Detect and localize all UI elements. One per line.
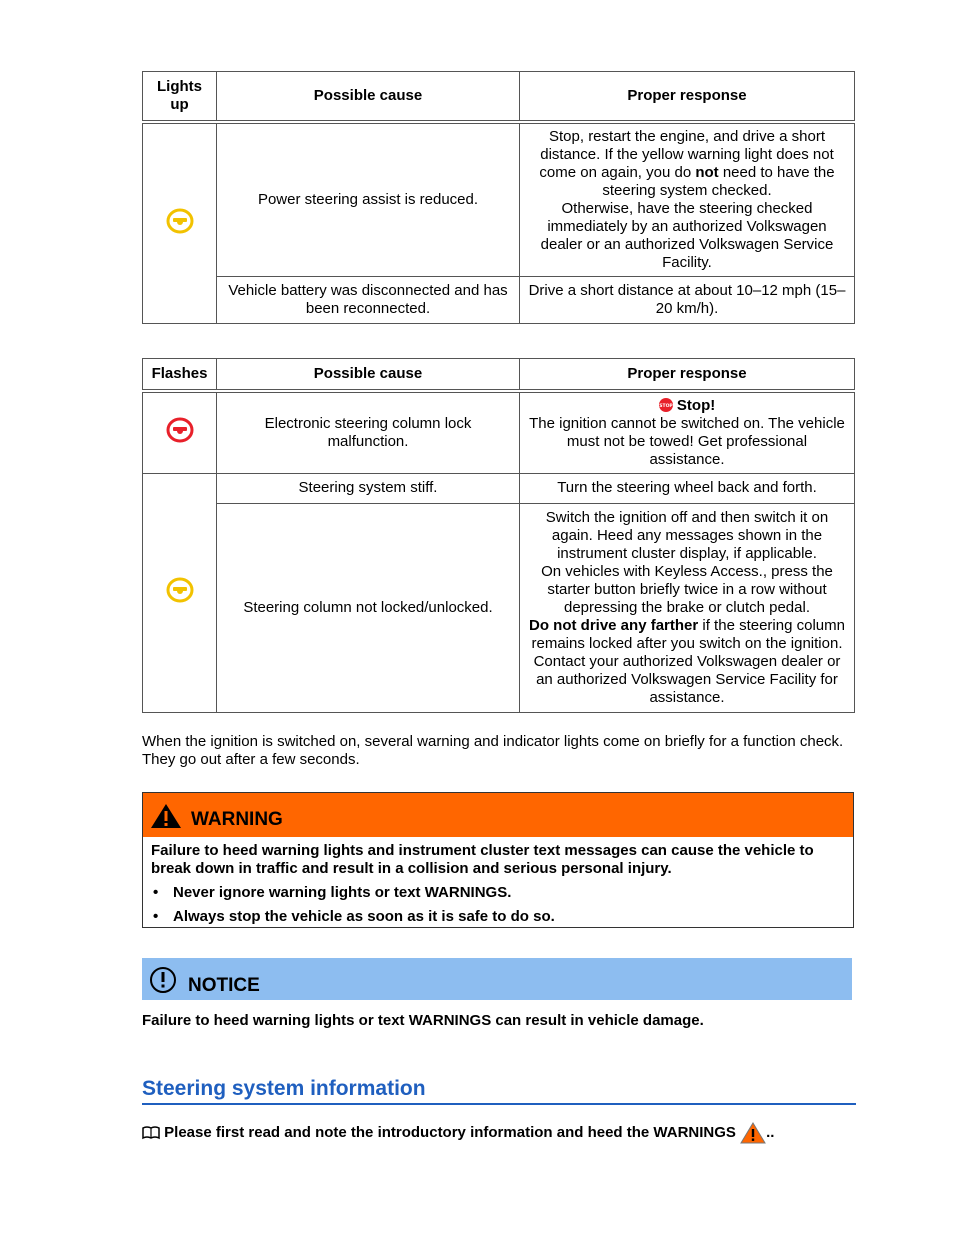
response-cell: Switch the ignition off and then switch … [519,502,855,713]
response-cell: STOP Stop! The ignition cannot be switch… [519,390,855,474]
warning-body: Failure to heed warning lights and instr… [143,837,853,937]
cause-cell: Steering system stiff. [216,472,520,504]
cause-cell: Power steering assist is reduced. [216,121,520,277]
warning-triangle-icon [740,1122,766,1144]
list-item: Always stop the vehicle as soon as it is… [151,908,845,926]
svg-text:STOP: STOP [659,403,673,409]
warning-triangle-icon [151,804,181,828]
response-cell: Stop, restart the engine, and drive a sh… [519,121,855,277]
table-row: Steering column not locked/unlocked. Swi… [143,502,855,713]
warning-list: Never ignore warning lights or text WARN… [151,884,845,926]
col-header-possible-cause: Possible cause [216,71,520,124]
section-title: Steering system information [142,1077,426,1100]
response-text: Stop, restart the engine, and drive a sh… [539,127,834,181]
col-header-proper-response: Proper response [519,71,855,124]
list-item: Never ignore warning lights or text WARN… [151,884,845,902]
table-row: Vehicle battery was disconnected and has… [143,275,855,324]
steering-wheel-red-icon [166,417,193,443]
warning-header: WARNING [143,793,853,837]
table-row: Power steering assist is reduced. Stop, … [142,121,855,324]
indicator-cell [142,472,217,713]
exclamation-circle-icon [150,967,176,993]
stop-label: Stop! [676,396,716,414]
intro-line: Please first read and note the introduct… [142,1122,774,1144]
steering-wheel-yellow-icon [166,208,193,233]
table-row: Steering system stiff. Turn the steering… [142,472,855,713]
col-header-lights-up: Lights up [142,71,217,124]
book-icon [142,1126,160,1140]
response-text: need to have the steering system checked… [602,163,835,199]
flashes-table: Flashes Possible cause Proper response E… [142,358,855,713]
table-row: Electronic steering column lock malfunct… [142,390,855,474]
response-text: Switch the ignition off and then switch … [545,508,829,562]
cause-cell: Steering column not locked/unlocked. [216,502,520,713]
response-cell: Turn the steering wheel back and forth. [519,472,855,504]
section-divider [142,1103,856,1105]
warning-text: Failure to heed warning lights and instr… [151,842,814,877]
col-header-flashes: Flashes [142,358,217,393]
notice-header: NOTICE [142,958,852,1000]
intro-end: .. [766,1123,775,1141]
notice-text: Failure to heed warning lights or text W… [142,1012,704,1029]
notice-title: NOTICE [188,975,260,996]
response-text: On vehicles with Keyless Access., press … [541,562,833,616]
cause-cell: Vehicle battery was disconnected and has… [216,275,520,324]
emphasis-text: Do not drive any farther [529,616,699,634]
emphasis-text: not [695,163,719,181]
indicator-cell [142,390,217,474]
col-header-possible-cause: Possible cause [216,358,520,393]
intro-text: Please first read and note the introduct… [164,1123,736,1141]
warning-box: WARNING Failure to heed warning lights a… [142,792,854,928]
indicator-cell [142,121,217,324]
response-text: if the steering column remains locked af… [531,616,845,706]
warning-title: WARNING [191,809,283,830]
steering-wheel-yellow-icon [166,577,193,603]
cause-cell: Electronic steering column lock malfunct… [216,390,520,474]
lights-up-table: Lights up Possible cause Proper response… [142,71,855,324]
response-text: Otherwise, have the steering checked imm… [540,199,834,271]
col-header-proper-response: Proper response [519,358,855,393]
body-paragraph: When the ignition is switched on, severa… [142,733,844,768]
stop-icon: STOP [658,397,673,412]
response-cell: Drive a short distance at about 10–12 mp… [519,275,855,324]
response-text: The ignition cannot be switched on. The … [529,414,845,468]
